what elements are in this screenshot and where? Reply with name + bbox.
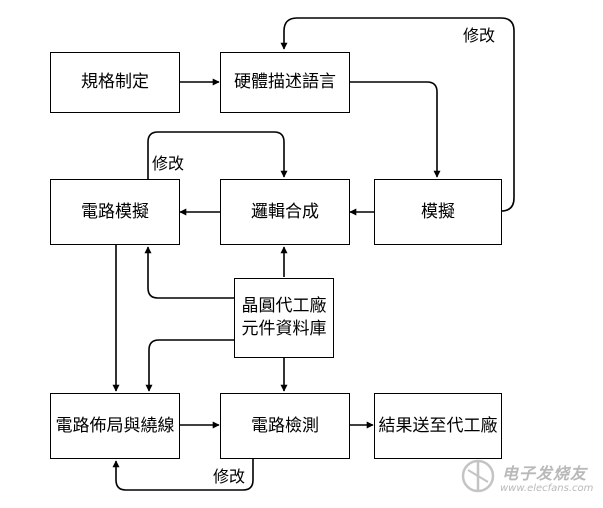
library-label-line2: 元件資料庫: [241, 319, 327, 339]
modify-label-bottom: 修改: [213, 467, 246, 486]
circuit-sim-label: 電路模擬: [81, 201, 149, 222]
layout-label: 電路佈局與繞線: [55, 415, 175, 436]
watermark-logo-icon: [461, 459, 495, 493]
foundry-box: 結果送至代工廠: [374, 393, 502, 459]
library-label-line1: 晶圓代工廠: [241, 296, 327, 317]
arrow-sim-feedback: [280, 17, 515, 212]
check-box: 電路檢測: [220, 393, 350, 459]
watermark-url: www.elecfans.com: [500, 483, 594, 494]
hdl-label: 硬體描述語言: [234, 72, 336, 93]
spec-label: 規格制定: [81, 72, 149, 93]
arrow-hdl-to-sim: [349, 81, 441, 178]
foundry-label: 結果送至代工廠: [378, 415, 498, 436]
modify-label-mid: 修改: [152, 154, 185, 173]
sim-box: 模擬: [374, 179, 502, 245]
watermark: 电子发烧友 www.elecfans.com: [458, 454, 598, 500]
spec-box: 規格制定: [50, 52, 180, 113]
synth-box: 邏輯合成: [220, 179, 350, 245]
layout-box: 電路佈局與繞線: [50, 393, 180, 459]
sim-label: 模擬: [421, 201, 455, 222]
arrow-library-to-layout: [145, 339, 234, 392]
check-label: 電路檢測: [251, 415, 319, 436]
watermark-title: 电子发烧友: [502, 464, 588, 483]
synth-label: 邏輯合成: [251, 201, 319, 222]
modify-label-top: 修改: [463, 26, 496, 45]
circuit-sim-box: 電路模擬: [50, 179, 180, 245]
hdl-box: 硬體描述語言: [220, 52, 350, 113]
arrow-circuit-sim-feedback: [147, 131, 288, 179]
arrow-check-feedback: [112, 459, 254, 491]
arrow-library-to-circuit-sim: [144, 246, 234, 299]
library-box: 晶圓代工廠 元件資料庫: [234, 278, 334, 358]
